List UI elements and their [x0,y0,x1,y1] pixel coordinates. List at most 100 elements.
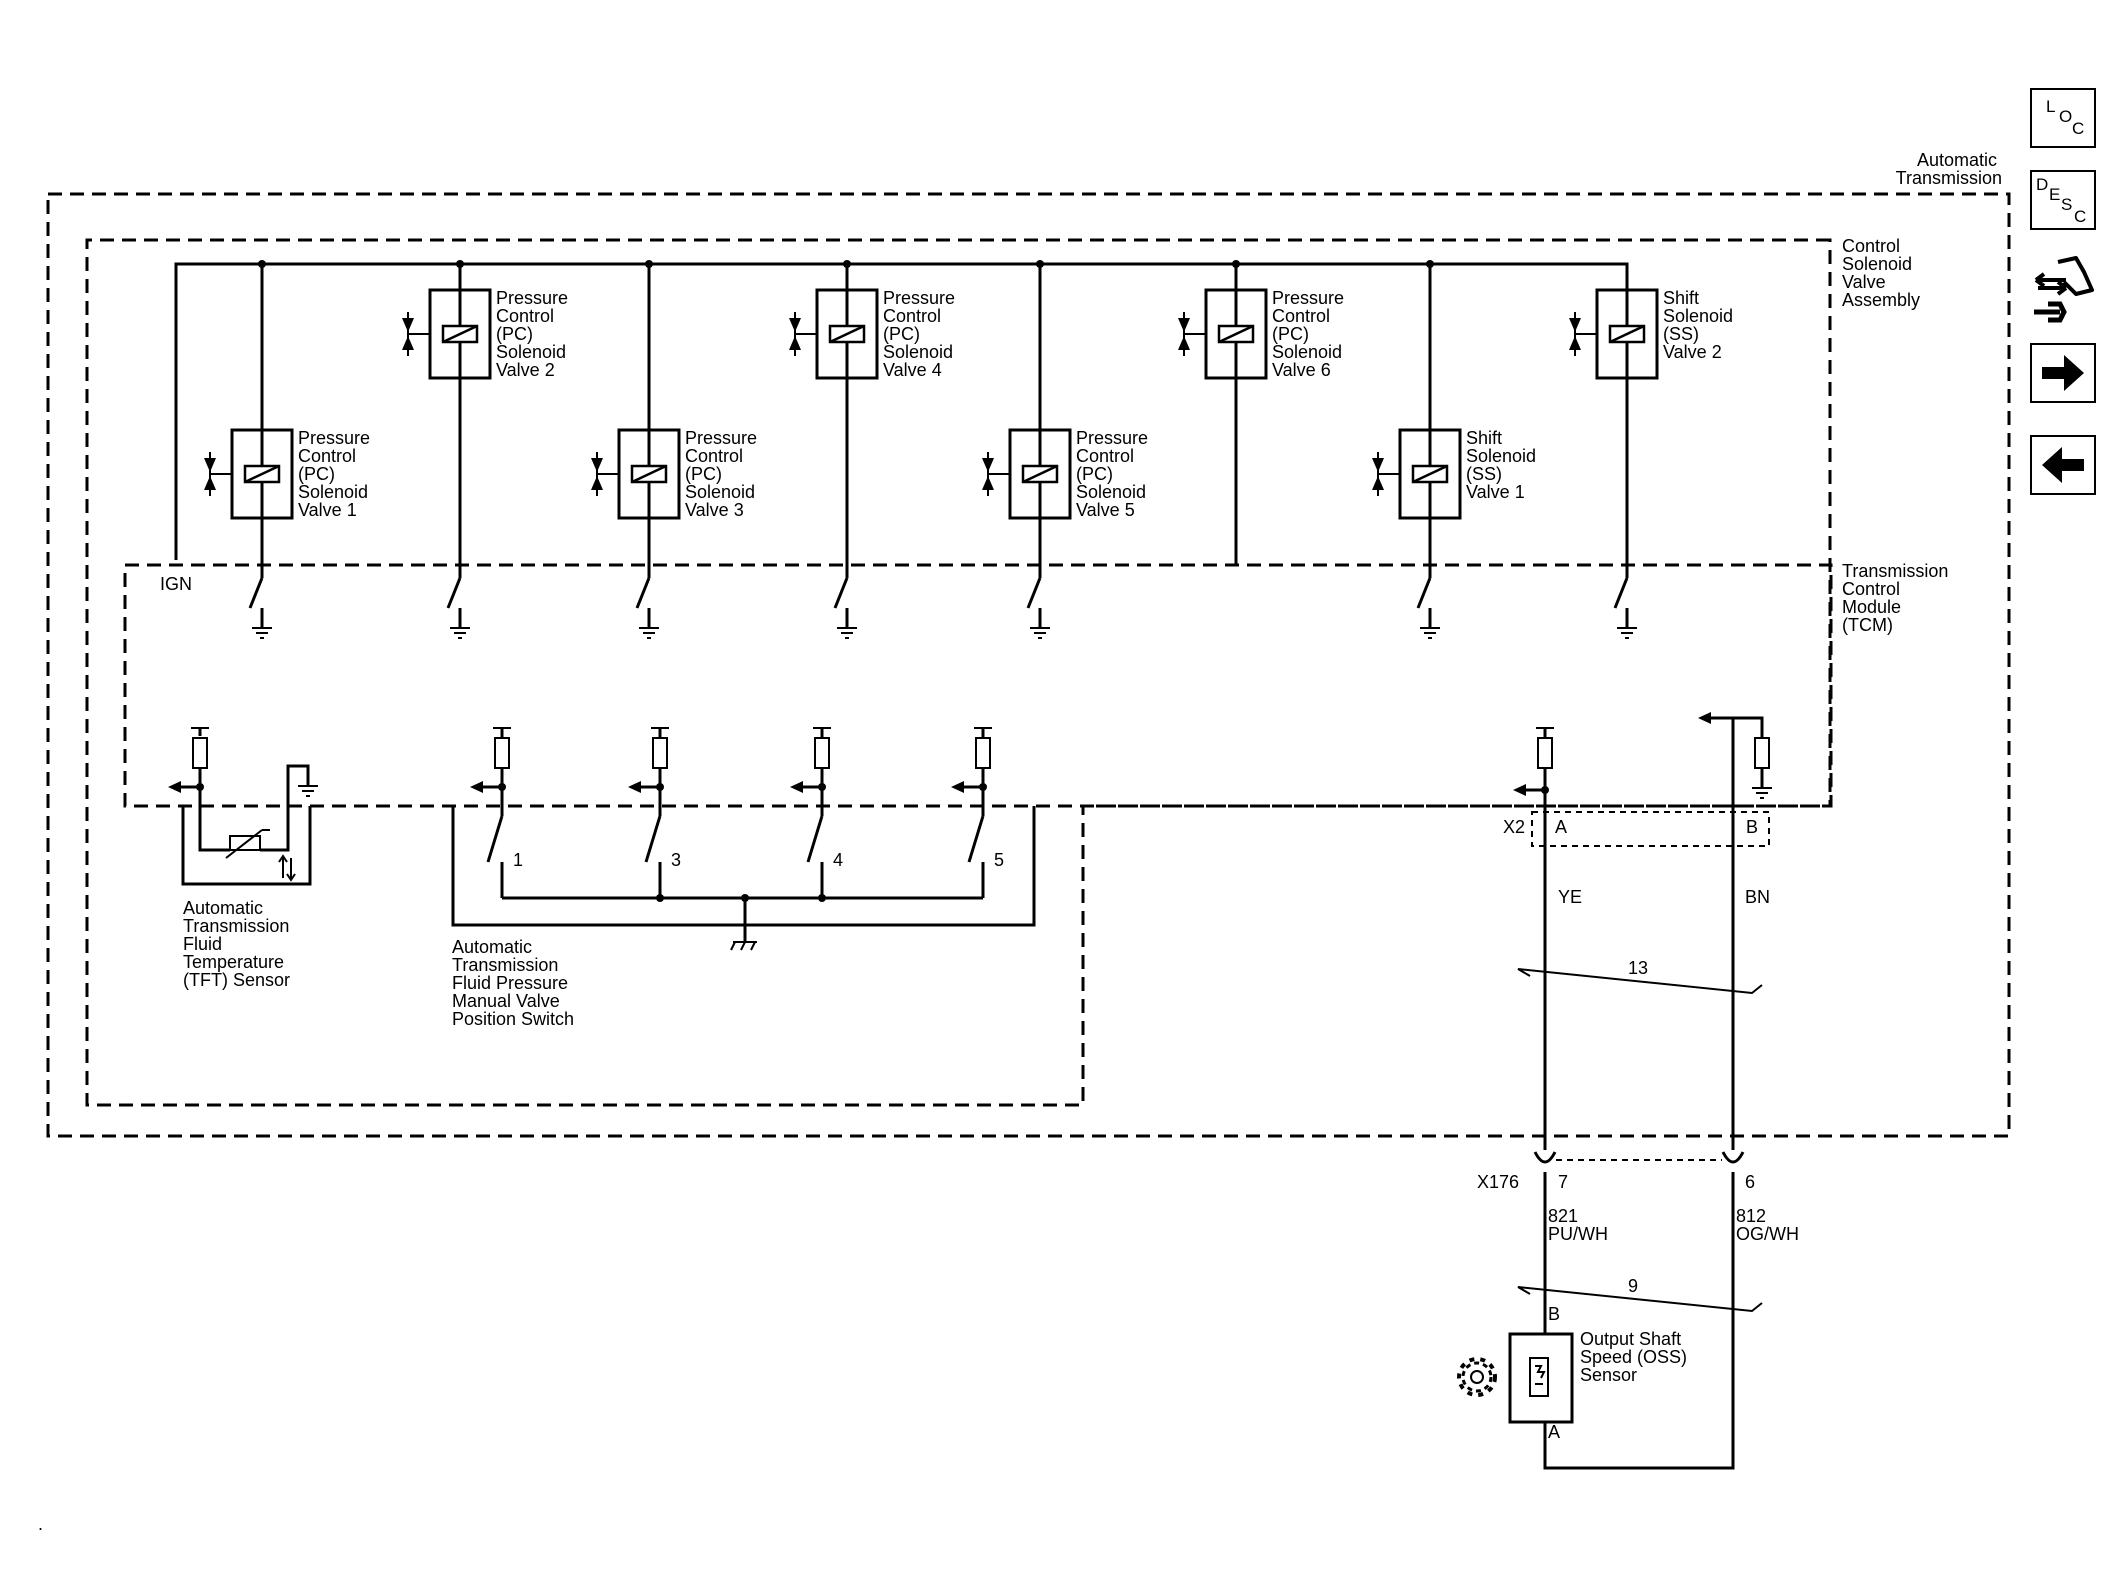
pressure-switch: 1 3 4 5 [451,727,1036,951]
wire-ye-color: YE [1558,887,1582,907]
valve-symbol-icon [1178,312,1206,356]
svg-text:C: C [2072,119,2084,138]
pressure-switch-contact: 5 [951,727,1004,898]
valve-symbol-icon [789,312,817,356]
low-side-driver-switch [248,577,272,639]
low-side-driver-switch [1613,577,1637,639]
twisted-pair-13 [1517,968,1763,995]
oss-sensor [1508,1332,1574,1424]
pressure-switch-contact: 1 [470,727,523,898]
svg-text:E: E [2049,185,2060,204]
connector-view-button[interactable] [2030,252,2096,326]
solenoid-coil [815,264,879,380]
wire-821-label: 821 PU/WH [1548,1206,1608,1244]
wire-812-label: 812 OG/WH [1736,1206,1799,1244]
previous-page-button[interactable] [2030,435,2096,495]
automatic-transmission-boundary [46,192,2011,1138]
oss-signal-pullup [1513,727,1554,796]
twisted-pair-9 [1517,1286,1763,1313]
control-solenoid-valve-assembly-boundary [85,238,1832,1107]
low-side-driver-switch [446,577,470,639]
pressure-switch-label: Automatic Transmission Fluid Pressure Ma… [452,937,574,1029]
valve-symbol-icon [402,312,430,356]
solenoid-coil [1595,264,1659,380]
oss-pin-a: A [1548,1422,1560,1442]
solenoid-coil [230,264,294,520]
oss-reference-circuit [1698,712,1772,799]
tft-sensor-label: Automatic Transmission Fluid Temperature… [183,898,294,990]
next-page-button[interactable] [2030,343,2096,403]
contact-number: 4 [833,850,843,870]
oss-gear-icon [1457,1357,1497,1397]
solenoid-coil [617,264,681,520]
solenoid-coil [1204,264,1268,380]
low-side-driver-switch [1026,577,1050,639]
connector-x2-outline [1531,811,1770,847]
connector-x2-pin-b: B [1746,817,1758,837]
arrow-left-icon [2042,447,2084,483]
contact-number: 1 [513,850,523,870]
tcm-label: Transmission Control Module (TCM) [1842,561,1953,635]
description-icon: D E S C [2036,175,2086,226]
valve-symbol-icon [1372,452,1400,496]
automatic-transmission-label: Automatic Transmission [1896,150,2002,188]
connector-x176-pin-7: 7 [1558,1172,1568,1192]
valve-symbol-icon [982,452,1010,496]
svg-text:C: C [2074,207,2086,226]
arrow-right-icon [2042,355,2084,391]
wire-bn-color: BN [1745,887,1770,907]
solenoid-coil [1398,264,1462,520]
valve-symbol-icon [591,452,619,496]
pressure-switch-contact: 3 [628,727,681,898]
contact-number: 3 [671,850,681,870]
valve-symbol-icon [204,452,232,496]
valve-symbol-icon [1569,312,1597,356]
description-button[interactable]: D E S C [2030,170,2096,230]
solenoid-coil [428,264,492,380]
oss-pin-b: B [1548,1304,1560,1324]
connector-wire-icon [2034,256,2094,323]
oss-sensor-label: Output Shaft Speed (OSS) Sensor [1580,1329,1692,1385]
twisted-pair-9-label: 9 [1628,1276,1638,1296]
svg-text:D: D [2036,175,2048,194]
connector-x176-name: X176 [1477,1172,1519,1192]
low-side-driver-switch [1416,577,1440,639]
contact-number: 5 [994,850,1004,870]
pressure-switch-contact: 4 [790,727,843,898]
solenoid-coil [1008,264,1072,520]
tft-sensor [168,727,318,886]
connector-x2-pin-a: A [1555,817,1567,837]
tcm-boundary [123,563,1833,808]
location-button[interactable]: L O C [2030,88,2096,148]
ign-label: IGN [160,574,192,594]
low-side-driver-switch [635,577,659,639]
location-icon: L O C [2046,97,2084,138]
svg-text:O: O [2059,107,2072,126]
connector-x176-pin-6: 6 [1745,1172,1755,1192]
connector-x2-name: X2 [1503,817,1525,837]
svg-text:L: L [2046,97,2055,116]
connector-x176 [1533,1151,1745,1470]
corner-mark: . [38,1514,43,1534]
low-side-driver-switch [833,577,857,639]
twisted-pair-13-label: 13 [1628,958,1648,978]
control-solenoid-valve-assembly-label: Control Solenoid Valve Assembly [1842,236,1920,310]
